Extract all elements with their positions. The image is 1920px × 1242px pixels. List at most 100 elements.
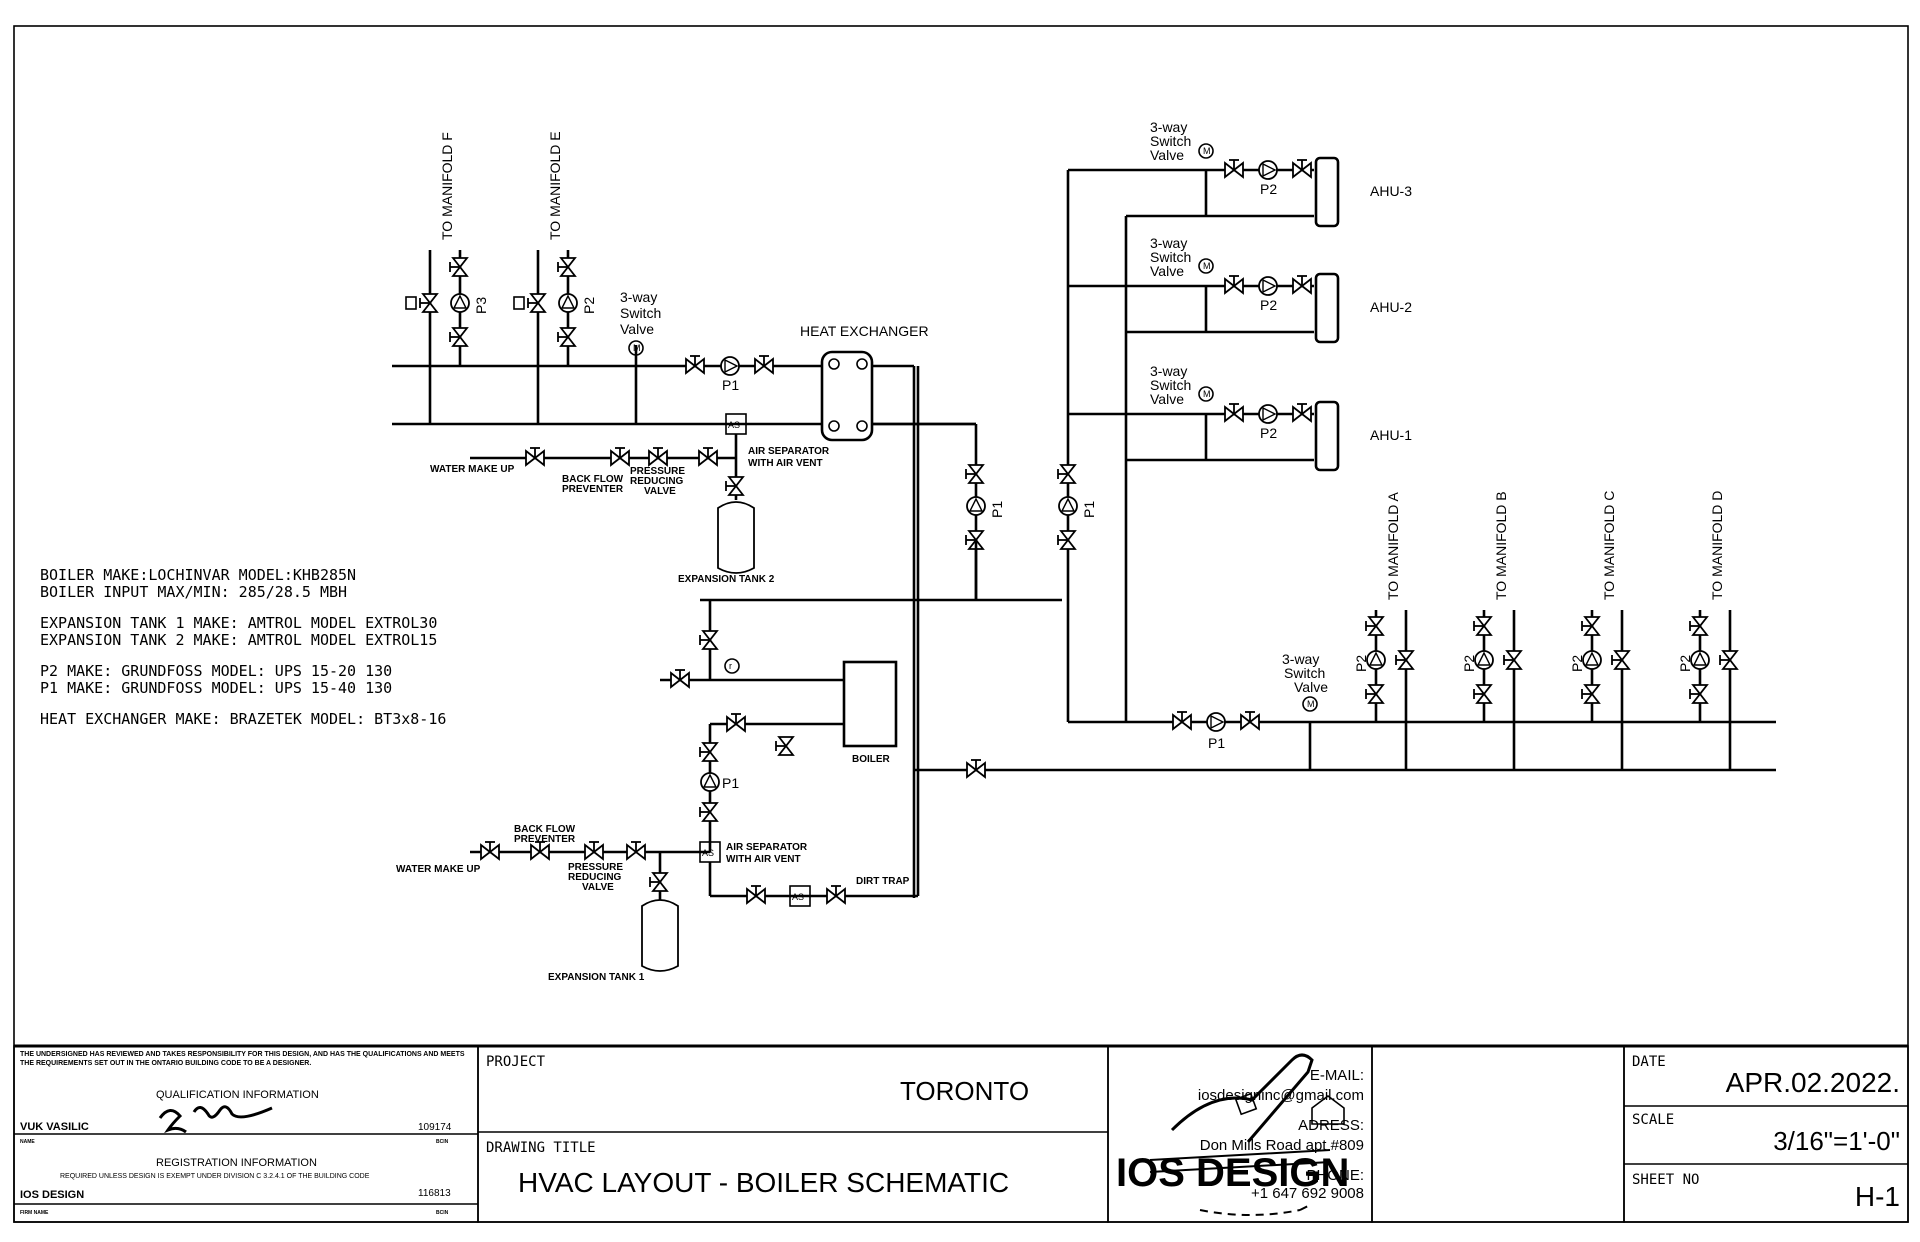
label-switch-lower-3: Valve <box>1294 679 1328 695</box>
firm-caption: FIRM NAME <box>20 1210 49 1216</box>
label-back-flow-upper-2: PREVENTER <box>562 484 624 495</box>
label-pressure-upper-1: PRESSURE <box>630 466 685 477</box>
label-p1-vert-a: P1 <box>989 501 1005 518</box>
note-tank-2: EXPANSION TANK 2 MAKE: AMTROL MODEL EXTR… <box>40 631 437 649</box>
ahu-1-unit <box>1314 400 1340 472</box>
scale-caption: SCALE <box>1632 1112 1674 1128</box>
label-motor-ahu1: M <box>1203 389 1211 399</box>
label-air-sep-upper-2: WITH AIR VENT <box>748 458 823 469</box>
label-ahu-2: AHU-2 <box>1370 299 1412 315</box>
label-as-lower: AS <box>702 848 714 858</box>
label-p3: P3 <box>473 297 489 314</box>
address-value: Don Mills Road apt #809 <box>1200 1137 1364 1154</box>
label-p2-c: P2 <box>1569 655 1585 672</box>
ios-design-logo: IOS DESIGN <box>1116 1053 1349 1216</box>
label-water-make-up-upper: WATER MAKE UP <box>430 464 515 475</box>
note-boiler-input: BOILER INPUT MAX/MIN: 285/28.5 MBH <box>40 583 347 601</box>
address-caption: ADRESS: <box>1298 1117 1364 1134</box>
note-tank-1: EXPANSION TANK 1 MAKE: AMTROL MODEL EXTR… <box>40 614 437 632</box>
label-p2-a: P2 <box>1353 655 1369 672</box>
note-p2: P2 MAKE: GRUNDFOSS MODEL: UPS 15-20 130 <box>40 662 392 680</box>
drawing-title-caption: DRAWING TITLE <box>486 1140 596 1156</box>
note-p1: P1 MAKE: GRUNDFOSS MODEL: UPS 15-40 130 <box>40 679 392 697</box>
scale-value: 3/16"=1'-0" <box>1773 1126 1900 1156</box>
bcin-caption-2: BCIN <box>436 1210 449 1216</box>
label-motor-ahu2: M <box>1203 261 1211 271</box>
bcin-number-1: 109174 <box>418 1122 452 1133</box>
label-p2-ahu1: P2 <box>1260 425 1277 441</box>
note-boiler-make: BOILER MAKE:LOCHINVAR MODEL:KHB285N <box>40 566 356 584</box>
sheet-caption: SHEET NO <box>1632 1172 1699 1188</box>
label-switch-ahu2-2: Switch <box>1150 249 1191 265</box>
label-back-flow-lower-1: BACK FLOW <box>514 824 576 835</box>
label-pressure-lower-1: PRESSURE <box>568 862 623 873</box>
label-ahu-3: AHU-3 <box>1370 183 1412 199</box>
label-back-flow-upper-1: BACK FLOW <box>562 474 624 485</box>
label-back-flow-lower-2: PREVENTER <box>514 834 576 845</box>
label-heat-exchanger: HEAT EXCHANGER <box>800 323 929 339</box>
registration-note: REQUIRED UNLESS DESIGN IS EXEMPT UNDER D… <box>60 1173 370 1180</box>
label-as-dirt: AS <box>792 892 804 902</box>
label-motor-upper: M <box>633 343 641 353</box>
ahu-3-unit <box>1314 156 1340 228</box>
label-manifold-d: TO MANIFOLD D <box>1709 491 1725 600</box>
phone-value: +1 647 692 9008 <box>1251 1185 1364 1202</box>
label-switch-ahu2-3: Valve <box>1150 263 1184 279</box>
label-switch-upper-2: Switch <box>620 305 661 321</box>
label-p2-ahu3: P2 <box>1260 181 1277 197</box>
label-dirt-trap: DIRT TRAP <box>856 876 910 887</box>
drawing-title: HVAC LAYOUT - BOILER SCHEMATIC <box>518 1167 1009 1198</box>
heat-exchanger <box>820 350 874 442</box>
ahu-2-unit <box>1314 272 1340 344</box>
name-caption: NAME <box>20 1139 35 1145</box>
label-switch-ahu3-1: 3-way <box>1150 119 1187 135</box>
designer-signature <box>158 1105 273 1134</box>
label-switch-lower-1: 3-way <box>1282 651 1319 667</box>
label-switch-ahu3-2: Switch <box>1150 133 1191 149</box>
expansion-tank-1 <box>641 899 679 972</box>
project-caption: PROJECT <box>486 1054 546 1070</box>
label-pressure-upper-3: VALVE <box>644 486 676 497</box>
schematic <box>392 143 1776 972</box>
label-motor-ahu3: M <box>1203 146 1211 156</box>
firm-name: IOS DESIGN <box>20 1189 84 1201</box>
label-pressure-upper-2: REDUCING <box>630 476 684 487</box>
designer-statement: THE UNDERSIGNED HAS REVIEWED AND TAKES R… <box>20 1051 465 1067</box>
label-motor-lower: M <box>1307 699 1315 709</box>
designer-name: VUK VASILIC <box>20 1121 89 1133</box>
label-p1-vert-b: P1 <box>1081 501 1097 518</box>
label-manifold-c: TO MANIFOLD C <box>1601 491 1617 600</box>
label-air-sep-lower-1: AIR SEPARATOR <box>726 842 808 853</box>
boiler-unit <box>842 660 898 748</box>
label-as-upper: AS <box>728 420 740 430</box>
label-switch-ahu3-3: Valve <box>1150 147 1184 163</box>
label-p1-lower: P1 <box>1208 735 1225 751</box>
label-manifold-a: TO MANIFOLD A <box>1385 491 1401 600</box>
logo-text: IOS DESIGN <box>1116 1151 1349 1195</box>
label-boiler: BOILER <box>852 754 891 765</box>
label-gauge: r <box>729 661 732 671</box>
label-p2-e: P2 <box>581 297 597 314</box>
label-water-make-up-lower: WATER MAKE UP <box>396 864 481 875</box>
label-pressure-lower-3: VALVE <box>582 882 614 893</box>
label-air-sep-upper-1: AIR SEPARATOR <box>748 446 830 457</box>
equipment-notes: BOILER MAKE:LOCHINVAR MODEL:KHB285N BOIL… <box>40 566 446 728</box>
bcin-caption-1: BCIN <box>436 1139 449 1145</box>
sheet-number: H-1 <box>1855 1181 1900 1212</box>
registration-info: REGISTRATION INFORMATION <box>156 1157 317 1169</box>
note-heat-exchanger: HEAT EXCHANGER MAKE: BRAZETEK MODEL: BT3… <box>40 710 446 728</box>
email-caption: E-MAIL: <box>1310 1067 1364 1084</box>
date-caption: DATE <box>1632 1054 1666 1070</box>
label-p1-upper: P1 <box>722 377 739 393</box>
schematic-labels: TO MANIFOLD F TO MANIFOLD E P3 P2 3-way … <box>396 119 1725 983</box>
label-expansion-tank-1: EXPANSION TANK 1 <box>548 972 645 983</box>
phone-caption: PHONE: <box>1306 1167 1364 1184</box>
date-value: APR.02.2022. <box>1726 1067 1900 1098</box>
label-switch-upper-3: Valve <box>620 321 654 337</box>
label-switch-ahu1-2: Switch <box>1150 377 1191 393</box>
label-manifold-b: TO MANIFOLD B <box>1493 491 1509 600</box>
expansion-tank-2 <box>717 501 755 574</box>
label-switch-ahu1-3: Valve <box>1150 391 1184 407</box>
label-p2-d: P2 <box>1677 655 1693 672</box>
bcin-number-2: 116813 <box>418 1188 451 1199</box>
